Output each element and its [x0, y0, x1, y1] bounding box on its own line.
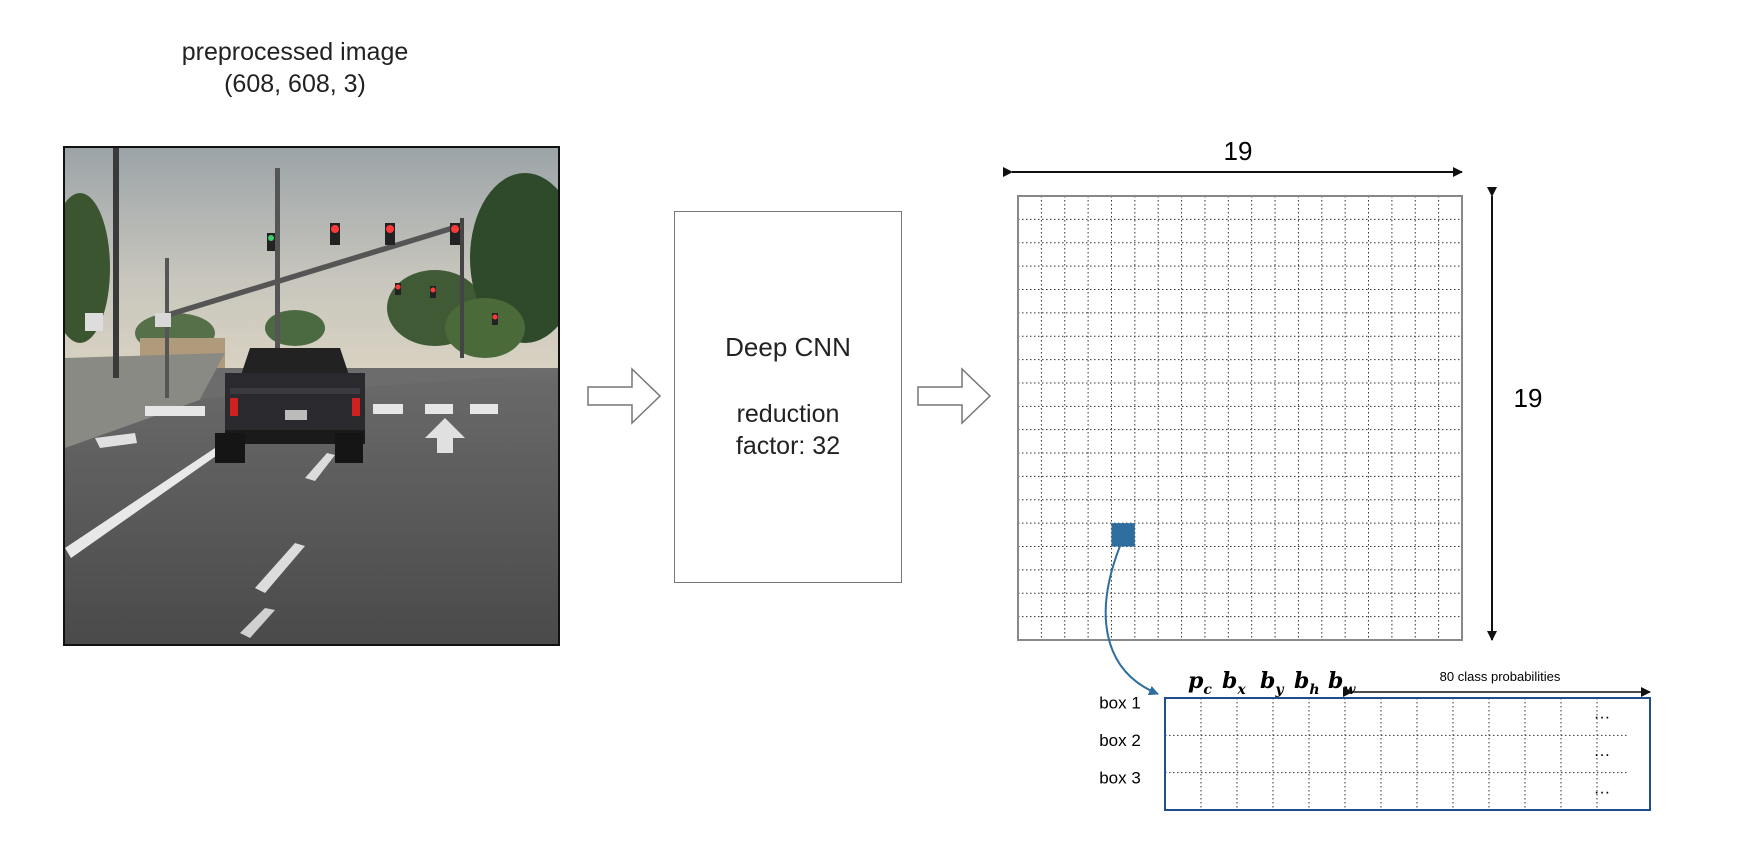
- grid-height-label: 19: [1514, 383, 1543, 413]
- street-scene-illustration: [65, 148, 558, 644]
- cnn-subtitle-line2: factor: 32: [735, 432, 841, 460]
- param-bh: bh: [1294, 668, 1320, 698]
- row-ellipsis: …: [1594, 778, 1611, 797]
- param-pc: pc: [1188, 668, 1212, 698]
- row-ellipsis: …: [1594, 741, 1611, 760]
- class-probabilities-label: 80 class probabilities: [1440, 669, 1561, 684]
- box-row-label: box 3: [1099, 768, 1141, 787]
- grid-width-label: 19: [1224, 136, 1253, 166]
- box-row-label: box 2: [1099, 731, 1141, 750]
- image-shape-label: (608, 608, 3): [224, 70, 366, 98]
- param-bx: bx: [1222, 668, 1246, 698]
- flow-arrow-2: [917, 367, 992, 425]
- cnn-title: Deep CNN: [725, 332, 851, 362]
- cnn-subtitle-line1: reduction: [736, 400, 840, 428]
- flow-arrow-1: [587, 367, 662, 425]
- row-ellipsis: …: [1594, 704, 1611, 723]
- table-border: [1164, 697, 1651, 811]
- preprocessed-image: [63, 146, 560, 646]
- param-bw: bw: [1328, 668, 1356, 698]
- image-title-line1: preprocessed image: [181, 38, 409, 66]
- cnn-reduction-factor: reduction factor: 32: [675, 398, 901, 462]
- param-by: by: [1260, 668, 1284, 698]
- grid-border: [1017, 195, 1463, 641]
- box-row-label: box 1: [1099, 694, 1141, 713]
- highlighted-grid-cell: [1111, 523, 1135, 547]
- cnn-box: Deep CNN reduction factor: 32: [674, 211, 902, 583]
- image-title: preprocessed image (608, 608, 3): [95, 36, 495, 100]
- output-grid: [1017, 195, 1463, 641]
- cell-to-vector-arrow: [1104, 545, 1159, 696]
- anchor-box-table: box 1 … box 2 … box 3 …: [1099, 694, 1651, 811]
